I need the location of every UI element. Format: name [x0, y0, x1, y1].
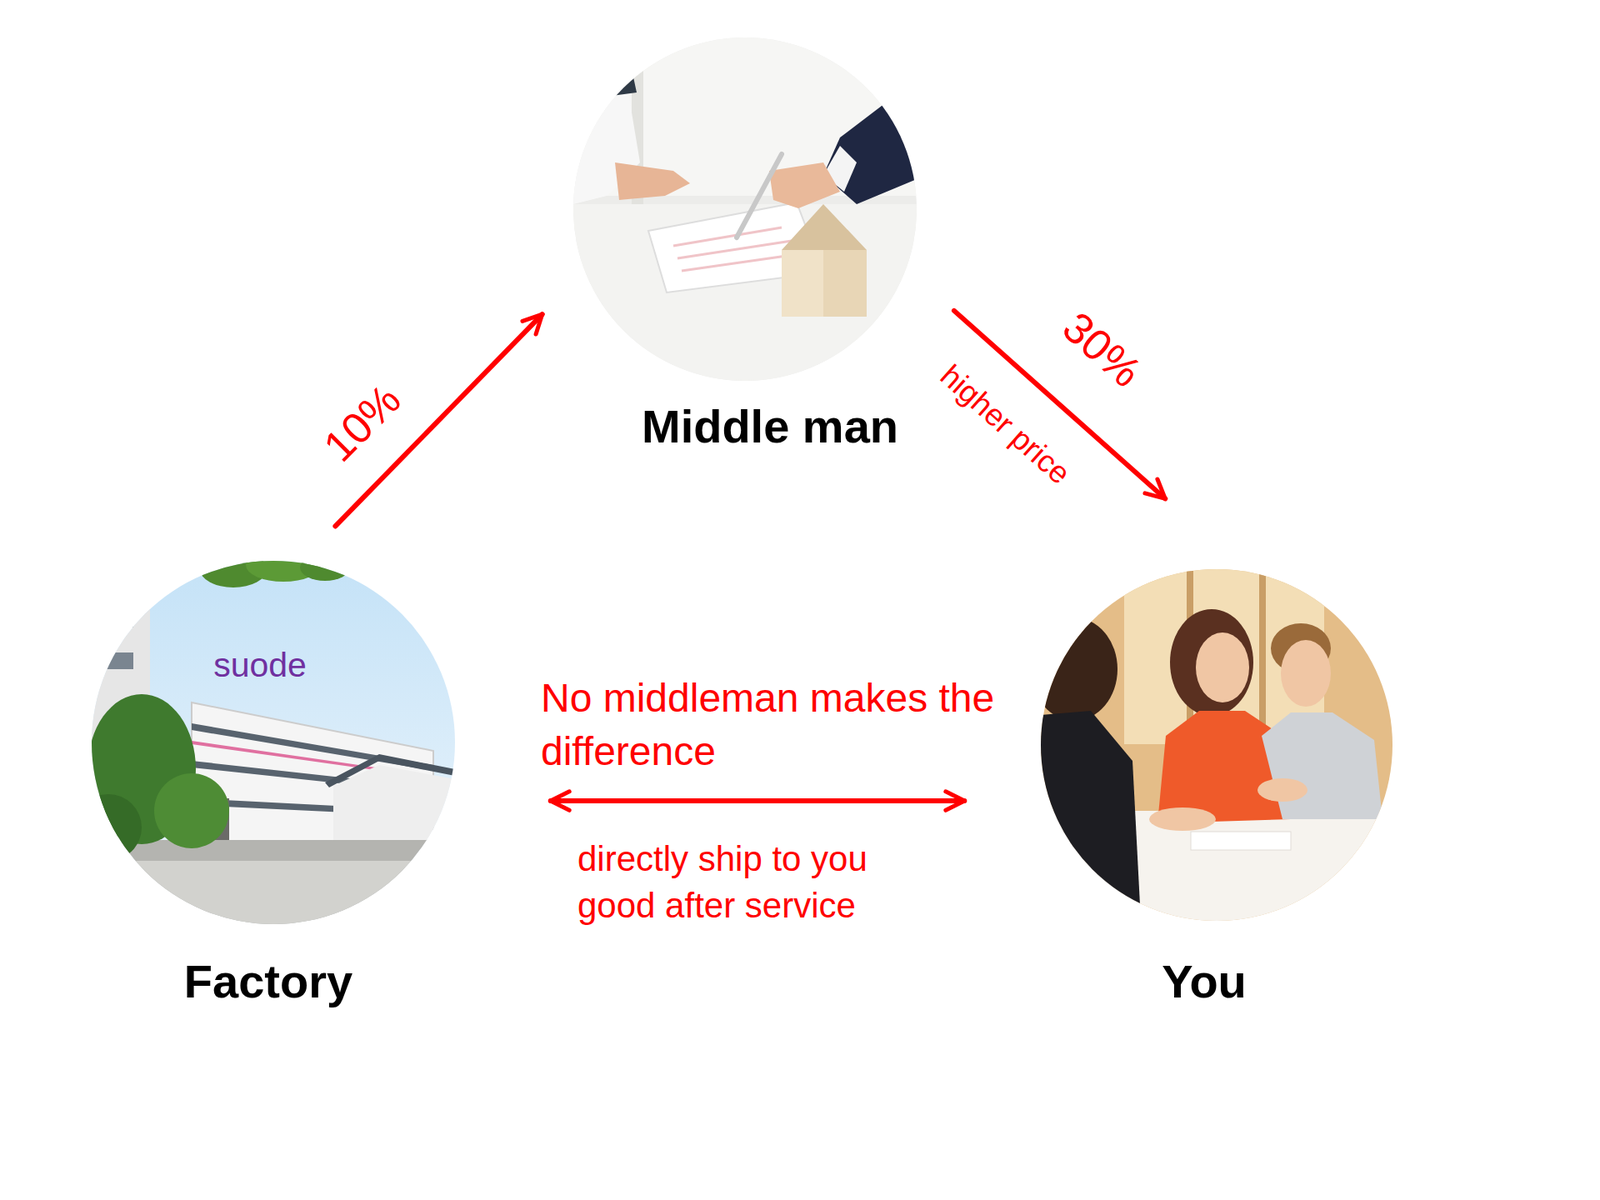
brand-name: suode [213, 645, 307, 685]
illustration-shape [736, 154, 782, 238]
customers-photo [1040, 569, 1393, 921]
illustration-shape [300, 560, 350, 581]
flow-arrow [335, 314, 542, 526]
illustration-shape [1040, 710, 1141, 921]
factory-photo [91, 560, 455, 925]
illustration-shape [769, 162, 840, 209]
edge-label: 30% [1052, 302, 1151, 398]
flow-arrow [550, 798, 965, 804]
illustration-shape [1190, 831, 1291, 850]
illustration-shape [615, 162, 690, 200]
illustration-shape [91, 560, 455, 925]
illustration-shape [1195, 632, 1250, 703]
edge-label: No middleman makes the difference [540, 671, 1008, 779]
node-heading: You [1161, 955, 1247, 1009]
note-label: good after service [577, 885, 856, 927]
illustration-shape [573, 37, 917, 381]
illustration-shape [1257, 778, 1308, 802]
illustration-shape [1261, 712, 1383, 820]
illustration-shape [91, 840, 455, 925]
illustration-shape [1040, 617, 1118, 721]
photo-circle-node: suodeFactory [91, 560, 455, 925]
illustration-shape [781, 250, 824, 317]
illustration-shape [1040, 569, 1393, 921]
illustration-shape [91, 794, 142, 861]
illustration-shape [91, 860, 455, 925]
node-heading: Middle man [641, 400, 899, 454]
illustration-shape [100, 652, 134, 670]
photo-circle-node: Middle man [573, 37, 917, 381]
flow-arrow [954, 310, 1165, 500]
photo-circle-node: You [1040, 569, 1393, 921]
illustration-shape [573, 37, 917, 381]
illustration-shape [823, 79, 917, 205]
illustration-shape [1040, 569, 1393, 921]
edge-label: 10% [314, 375, 411, 472]
illustration-shape [1259, 569, 1266, 745]
illustration-shape [100, 610, 134, 628]
illustration-shape [154, 773, 230, 849]
note-label: directly ship to you [577, 838, 868, 880]
illustration-shape [1149, 807, 1216, 831]
illustration-shape [781, 204, 867, 250]
meeting-photo [573, 37, 917, 381]
note-label: higher price [933, 358, 1078, 492]
illustration-shape [1170, 609, 1254, 716]
illustration-shape [781, 250, 867, 317]
illustration-shape [333, 765, 455, 845]
illustration-shape [1280, 640, 1331, 707]
illustration-shape [606, 69, 637, 96]
node-heading: Factory [184, 955, 353, 1009]
connector-group [335, 310, 1165, 801]
illustration-shape [325, 754, 455, 788]
